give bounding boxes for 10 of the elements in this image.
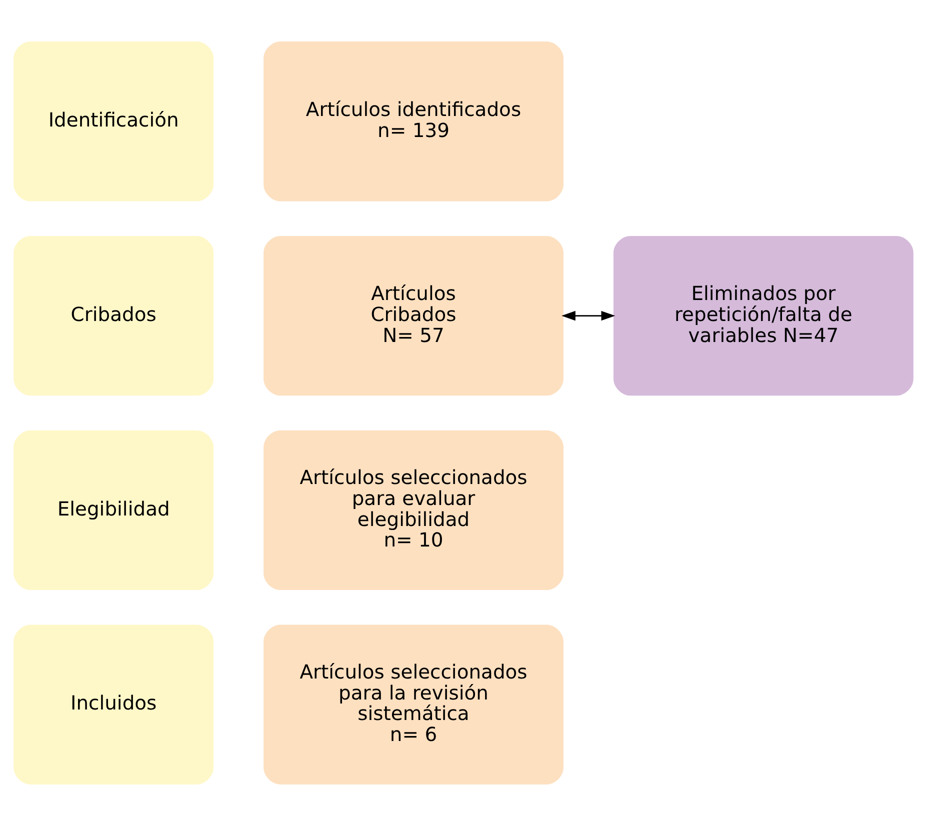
node-box: Artículos seleccionados para la revisión sistemática n= 6 bbox=[264, 624, 564, 784]
node-box: Artículos identificados n= 139 bbox=[264, 41, 564, 201]
node-box: Elegibilidad bbox=[14, 430, 214, 590]
node-box: Incluidos bbox=[14, 624, 214, 784]
arrow bbox=[562, 310, 616, 320]
node-box: Identificación bbox=[14, 41, 214, 201]
node-box: Cribados bbox=[14, 235, 214, 396]
node-box: Eliminados por repetición/falta de variables N=47 bbox=[613, 235, 914, 396]
node-box: Artículos Cribados N= 57 bbox=[264, 235, 564, 396]
node-box: Artículos seleccionados para evaluar elegibilidad n= 10 bbox=[264, 430, 564, 590]
